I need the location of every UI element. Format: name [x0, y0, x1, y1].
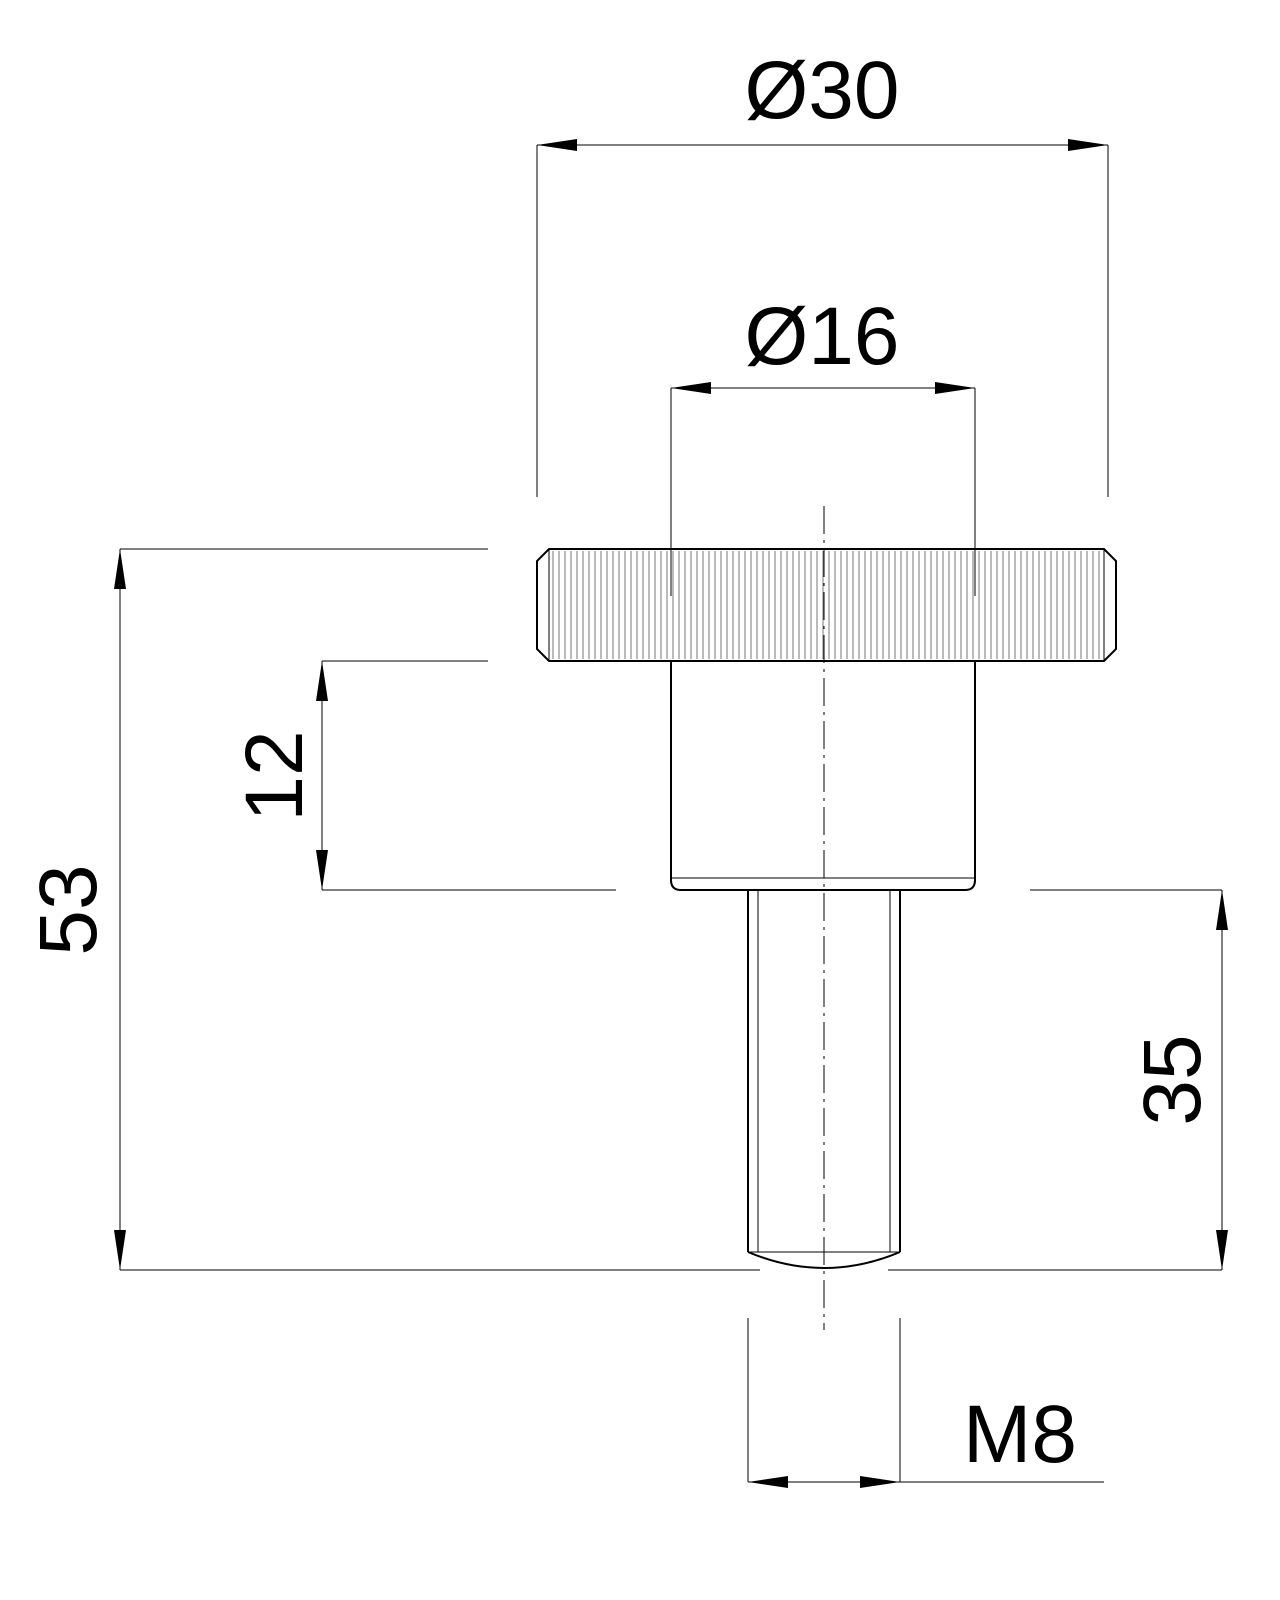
knurl-pattern [552, 551, 1100, 659]
dimension-label-collar-height: 12 [229, 730, 320, 821]
dimension-thread-size: M8 [747, 1318, 1104, 1488]
dimension-diameter-body: Ø16 [670, 291, 976, 596]
dimension-diameter-head: Ø30 [536, 45, 1109, 497]
dimension-label-thread-length: 35 [1127, 1034, 1218, 1125]
dimension-total-length: 53 [23, 548, 1222, 1271]
dimension-label-thread-size: M8 [963, 1389, 1077, 1480]
collar-body [670, 661, 976, 891]
dimension-label-diameter-head: Ø30 [745, 45, 900, 136]
knurled-head [536, 548, 1117, 662]
dimension-thread-length: 35 [1030, 889, 1228, 1270]
part-outline [536, 506, 1117, 1330]
dimension-label-diameter-body: Ø16 [745, 291, 900, 382]
dimension-collar-height: 12 [229, 660, 616, 891]
dimension-label-total-length: 53 [23, 864, 114, 955]
